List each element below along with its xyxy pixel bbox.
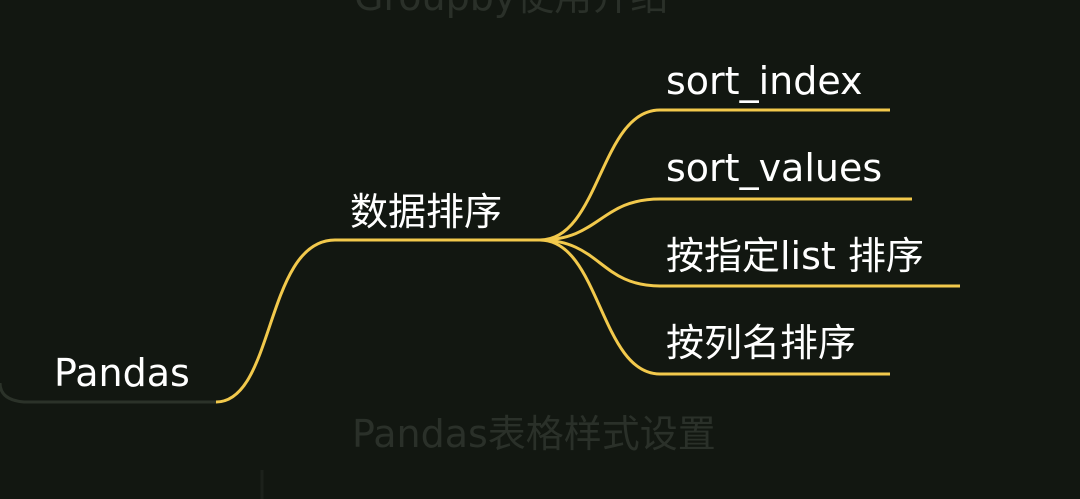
faded-node-top: Groupby使用介绍 <box>354 0 668 16</box>
leaf-node: 按列名排序 <box>666 321 857 365</box>
link-branch-to-column-sort <box>539 238 890 376</box>
link-branch-to-list-sort <box>539 238 960 288</box>
faded-node-bottom: Pandas表格样式设置 <box>352 412 716 456</box>
link-root-to-branch <box>215 238 540 404</box>
leaf-node: sort_index <box>666 59 863 103</box>
leaf-node: 按指定list 排序 <box>666 234 924 278</box>
faded-root-underline <box>0 382 216 404</box>
root-node: Pandas <box>54 351 190 395</box>
link-branch-to-sort-index <box>539 108 890 242</box>
link-branch-to-sort-values <box>539 197 912 242</box>
branch-node: 数据排序 <box>350 190 503 234</box>
leaf-node: sort_values <box>666 146 883 190</box>
